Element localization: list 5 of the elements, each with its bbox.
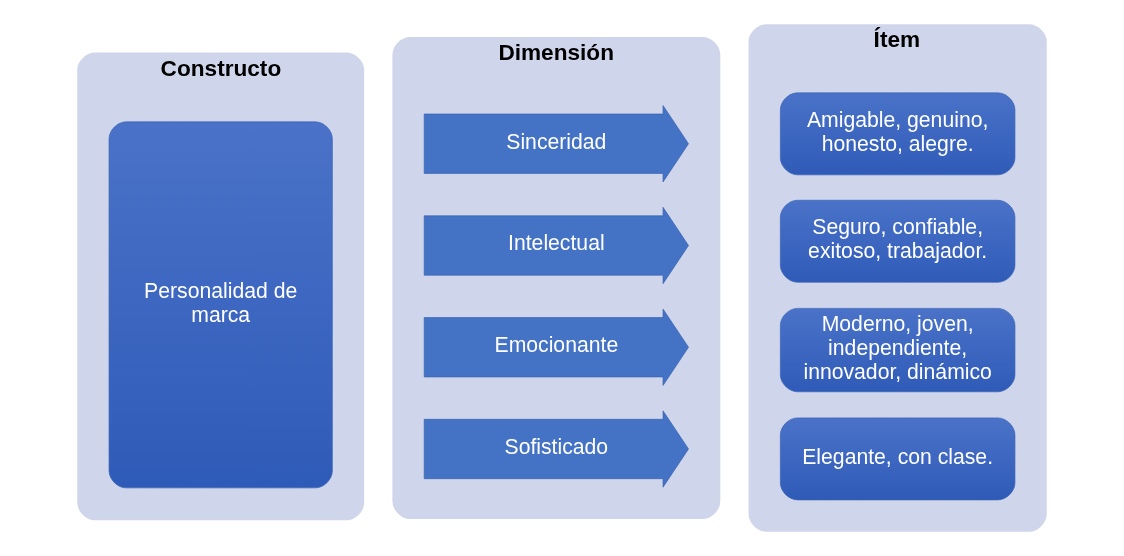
node-box: Personalidad de marca — [108, 121, 333, 489]
node-box: Amigable, genuino, honesto, alegre. — [780, 92, 1016, 176]
node-box: Moderno, joven, independiente, innovador, dinámico — [780, 308, 1016, 393]
node-box: Seguro, confiable, exitoso, trabajador. — [780, 199, 1016, 283]
node-box: Elegante, con clase. — [780, 417, 1016, 501]
